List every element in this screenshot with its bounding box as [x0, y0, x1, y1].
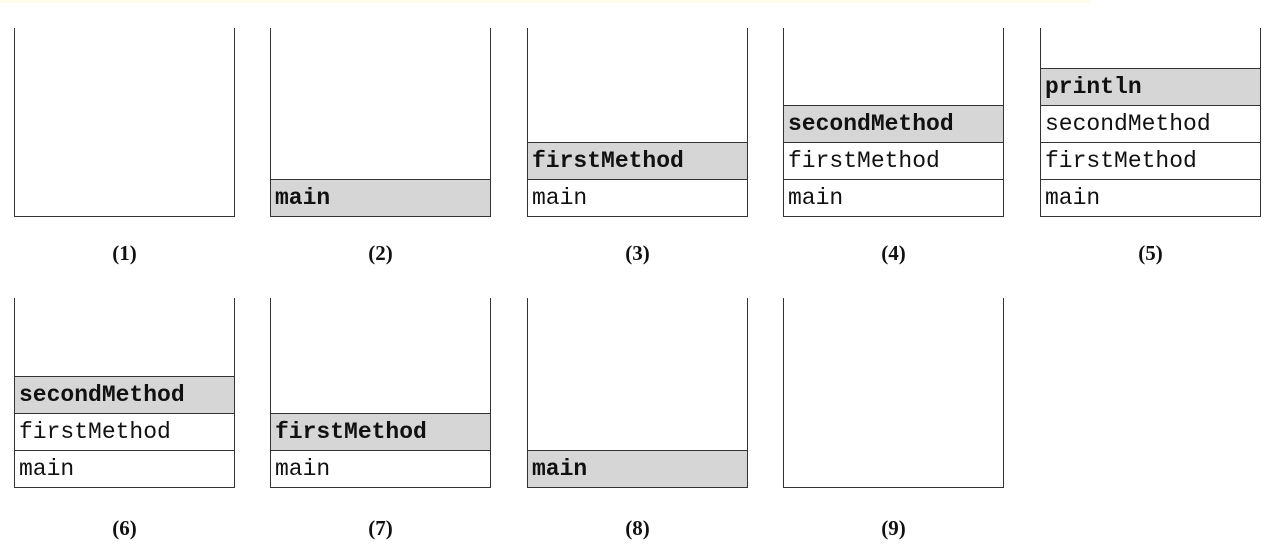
stack-frame-secondMethod: secondMethod: [1041, 105, 1260, 142]
stack-frame-main: main: [15, 450, 234, 487]
stack-frame-main: main: [784, 179, 1003, 216]
stack-caption: (2): [368, 241, 393, 265]
stack-caption: (9): [881, 516, 906, 540]
stack-frame-main: main: [1041, 179, 1260, 216]
stack-frame-main: main: [528, 450, 747, 487]
stack-9: [783, 298, 1004, 488]
stack-frame-main: main: [271, 179, 490, 216]
stack-caption: (8): [625, 516, 650, 540]
stack-2: main: [270, 28, 491, 217]
stack-frame-firstMethod: firstMethod: [1041, 142, 1260, 179]
stack-frame-main: main: [271, 450, 490, 487]
stack-frame-main: main: [528, 179, 747, 216]
stack-caption: (5): [1138, 241, 1163, 265]
stack-frame-firstMethod: firstMethod: [271, 413, 490, 450]
top-band: [0, 0, 1090, 3]
stack-caption: (4): [881, 241, 906, 265]
stack-caption: (3): [625, 241, 650, 265]
stack-8: main: [527, 298, 748, 488]
stack-1: [14, 28, 235, 217]
stack-frame-firstMethod: firstMethod: [15, 413, 234, 450]
stack-frame-firstMethod: firstMethod: [784, 142, 1003, 179]
stack-frame-secondMethod: secondMethod: [15, 376, 234, 413]
stack-frame-firstMethod: firstMethod: [528, 142, 747, 179]
stack-caption: (1): [112, 241, 137, 265]
stack-frame-secondMethod: secondMethod: [784, 105, 1003, 142]
stack-caption: (6): [112, 516, 137, 540]
stack-caption: (7): [368, 516, 393, 540]
stack-frame-println: println: [1041, 68, 1260, 105]
